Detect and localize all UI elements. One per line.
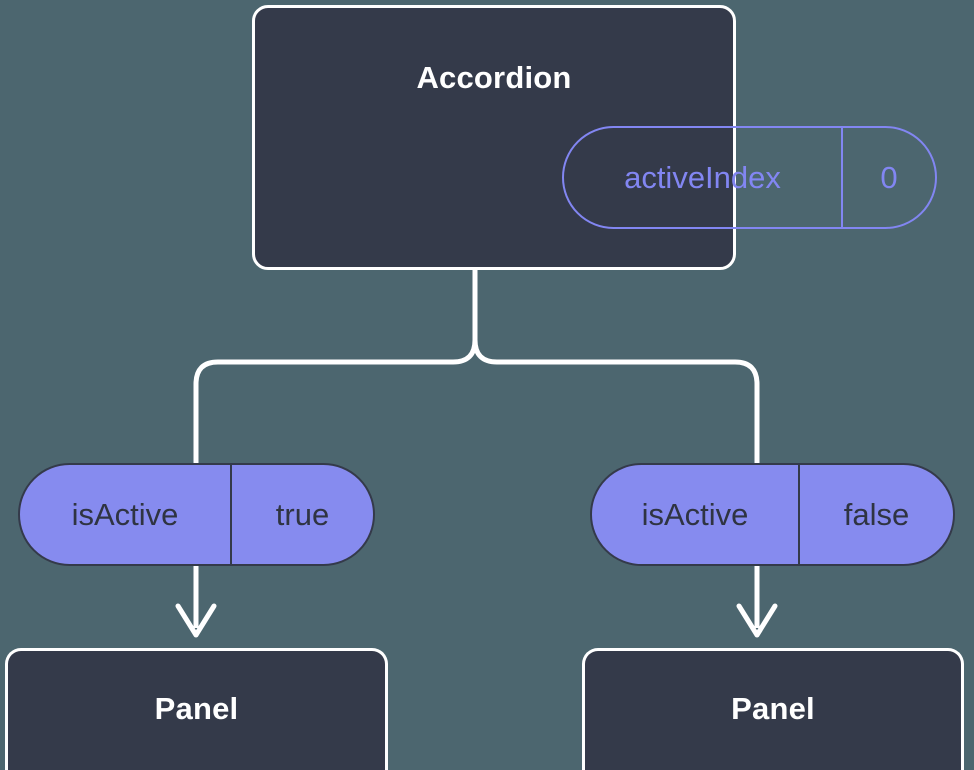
- panel-node-left[interactable]: Panel: [5, 648, 388, 770]
- state-pill-value: 0: [880, 159, 898, 195]
- panel-node-title: Panel: [731, 691, 815, 726]
- state-pill-key: activeIndex: [564, 128, 843, 227]
- prop-pill-value: false: [843, 496, 910, 532]
- prop-pill-key: isActive: [20, 465, 232, 564]
- panel-node-right[interactable]: Panel: [582, 648, 964, 770]
- arrow-left-pill-to-panel: [175, 566, 217, 638]
- state-pill-active-index[interactable]: activeIndex 0: [562, 126, 937, 229]
- connector-trunk-to-branches: [193, 267, 478, 466]
- prop-pill-value: true: [275, 496, 330, 532]
- accordion-node[interactable]: Accordion activeIndex 0: [252, 5, 937, 270]
- panel-node-title: Panel: [154, 691, 239, 726]
- prop-pill-is-active-false[interactable]: isActive false: [590, 463, 955, 566]
- arrow-right-pill-to-panel: [736, 566, 778, 638]
- prop-pill-key: isActive: [592, 465, 800, 564]
- accordion-node-title: Accordion: [416, 60, 572, 95]
- prop-pill-is-active-true[interactable]: isActive true: [18, 463, 375, 566]
- connector-trunk-to-branch-right: [472, 337, 760, 466]
